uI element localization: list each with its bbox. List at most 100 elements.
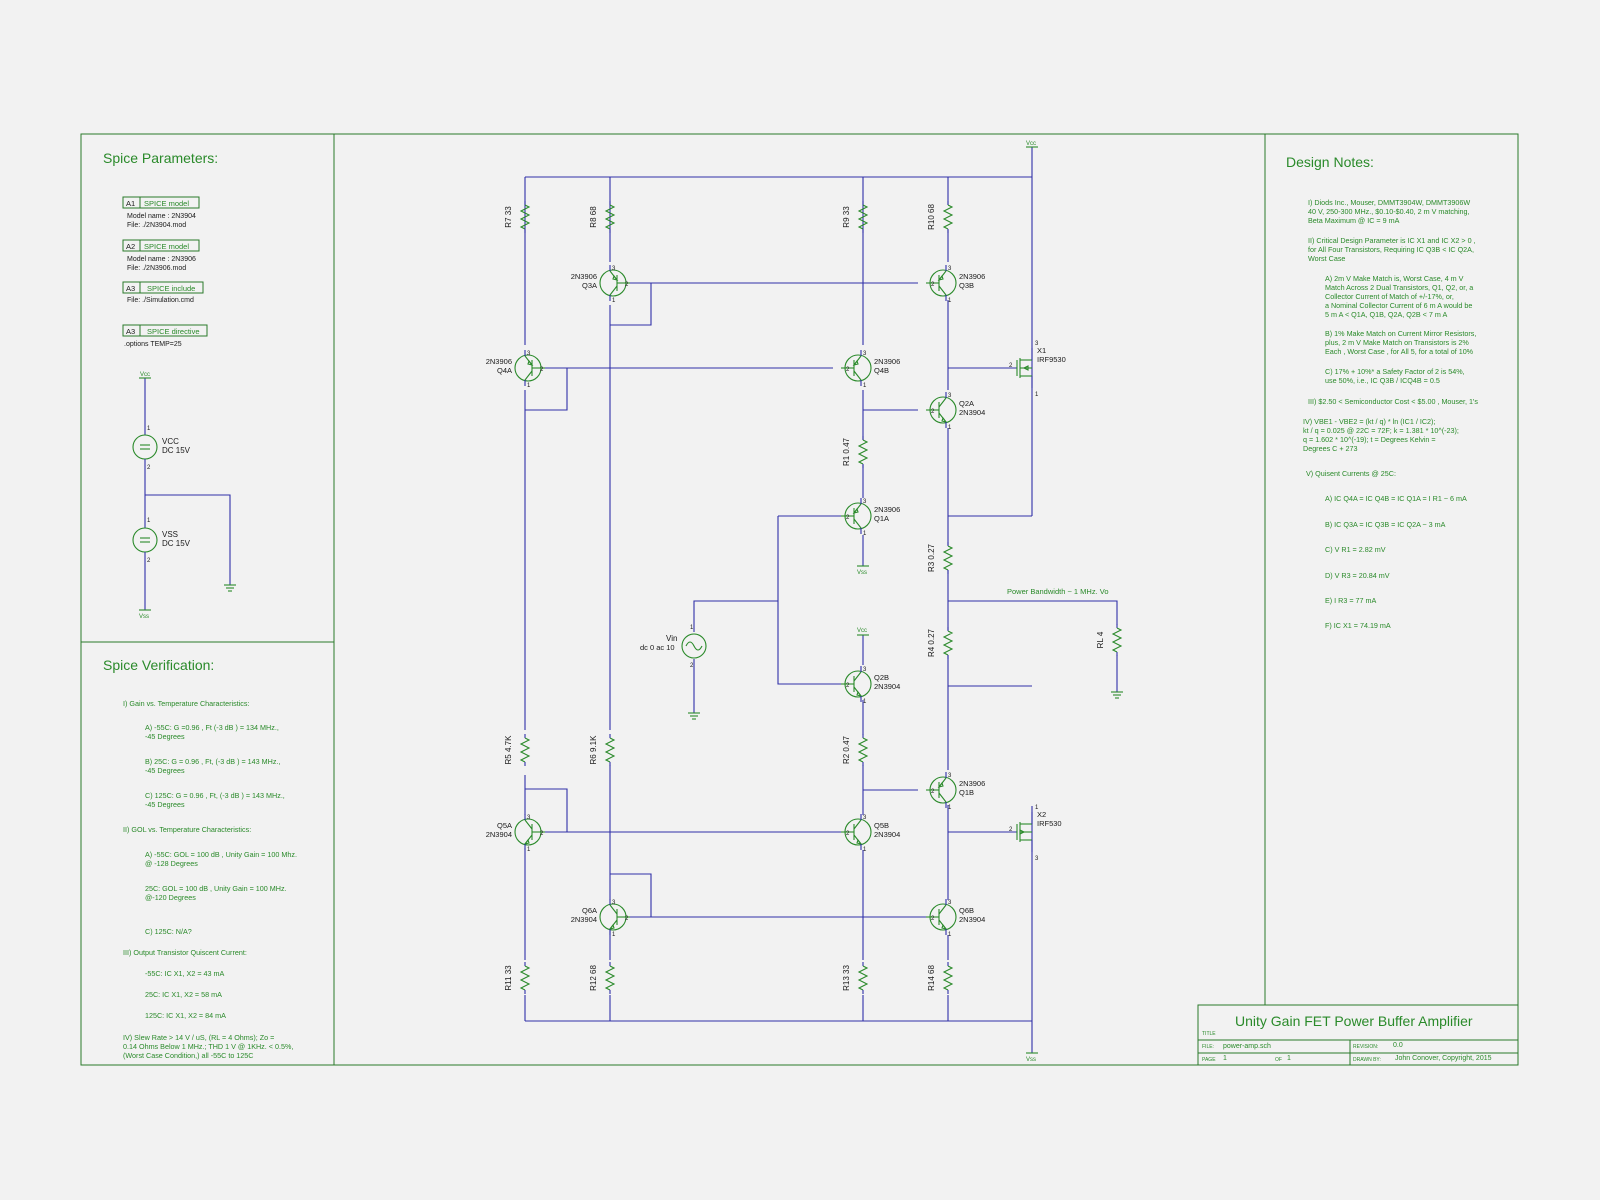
verification-line: 25C: GOL = 100 dB , Unity Gain = 100 MHz… bbox=[145, 884, 287, 893]
design-note-line: Collector Current of Match of +/-17%, or… bbox=[1325, 292, 1454, 301]
pin-label: 3 bbox=[948, 266, 952, 272]
resistor-r12: R12 68 bbox=[589, 962, 616, 994]
transistor-label-1: Q2A bbox=[959, 399, 974, 408]
transistor-label-2: Q1A bbox=[874, 514, 889, 523]
mosfet-model: IRF9530 bbox=[1037, 355, 1066, 364]
pin-label: 1 bbox=[1035, 805, 1039, 811]
resistor-label: R1 0.47 bbox=[842, 437, 851, 466]
resistor-r9: R9 33 bbox=[842, 201, 869, 233]
resistor-r4: R4 0.27 bbox=[927, 627, 954, 659]
transistor-label-1: Q6A bbox=[582, 906, 597, 915]
svg-text:OF: OF bbox=[1275, 1057, 1282, 1063]
transistor-label-2: 2N3904 bbox=[874, 682, 900, 691]
design-note-line: C) V R1 = 2.82 mV bbox=[1325, 545, 1386, 554]
vss-net-label: Vss bbox=[139, 614, 149, 620]
vss-value: DC 15V bbox=[162, 539, 191, 548]
verification-notes: I) Gain vs. Temperature Characteristics:… bbox=[123, 699, 297, 1060]
transistor-label-1: 2N3906 bbox=[874, 505, 900, 514]
svg-text:FILE:: FILE: bbox=[1202, 1044, 1214, 1050]
transistor-label-1: 2N3906 bbox=[874, 357, 900, 366]
design-note-line: A) IC Q4A = IC Q4B = IC Q1A = I R1 ~ 6 m… bbox=[1325, 494, 1467, 503]
transistors: 3122N3906Q3A3122N3906Q3B3122N3906Q4A3122… bbox=[486, 265, 985, 938]
pin-label: 3 bbox=[863, 667, 867, 673]
a3-box bbox=[122, 281, 204, 294]
svg-text:PAGE: PAGE bbox=[1202, 1057, 1216, 1063]
resistor-label: R5 4.7K bbox=[504, 735, 513, 765]
design-note-line: III) $2.50 < Semiconductor Cost < $5.00 … bbox=[1308, 397, 1478, 406]
resistor-label: R7 33 bbox=[504, 206, 513, 228]
design-note-line: Beta Maximum @ IC = 9 mA bbox=[1308, 216, 1400, 225]
resistor-label: R3 0.27 bbox=[927, 543, 936, 572]
svg-text:TITLE: TITLE bbox=[1202, 1031, 1216, 1037]
design-note-line: plus, 2 m V Make Match on Transistors is… bbox=[1325, 338, 1469, 347]
svg-text:1: 1 bbox=[147, 426, 151, 432]
design-note-line: F) IC X1 = 74.19 mA bbox=[1325, 621, 1391, 630]
svg-text:1: 1 bbox=[147, 518, 151, 524]
resistor-rl: RL 4 bbox=[1096, 624, 1123, 656]
transistor-label-1: Q2B bbox=[874, 673, 889, 682]
verification-line: -55C: IC X1, X2 = 43 mA bbox=[145, 969, 225, 978]
design-note-line: C) 17% + 10%* a Safety Factor of 2 is 54… bbox=[1325, 367, 1465, 376]
verification-line: A) -55C: GOL = 100 dB , Unity Gain = 100… bbox=[145, 850, 297, 859]
circuit-wires bbox=[524, 146, 1123, 1054]
resistor-label: R12 68 bbox=[589, 965, 598, 991]
page-total: 1 bbox=[1287, 1055, 1291, 1062]
transistor-label-1: 2N3906 bbox=[959, 779, 985, 788]
svg-text:2: 2 bbox=[147, 465, 151, 471]
verification-line: A) -55C: G =0.96 , Ft (-3 dB ) = 134 MHz… bbox=[145, 723, 279, 732]
resistor-r3: R3 0.27 bbox=[927, 542, 954, 574]
resistor-label: R9 33 bbox=[842, 206, 851, 228]
design-note-line: a Nominal Collector Current of 6 m A wou… bbox=[1325, 301, 1472, 310]
pin-label: 1 bbox=[612, 932, 616, 938]
pin-label: 1 bbox=[948, 932, 952, 938]
pin-label: 2 bbox=[931, 789, 935, 795]
pin-label: 3 bbox=[863, 815, 867, 821]
transistor-label-2: 2N3904 bbox=[571, 915, 597, 924]
transistor-label-2: 2N3904 bbox=[959, 408, 985, 417]
a1-tag: A1 bbox=[126, 199, 135, 208]
drawn-by: John Conover, Copyright, 2015 bbox=[1395, 1055, 1492, 1062]
pin-label: 3 bbox=[527, 351, 531, 357]
resistor-label: R2 0.47 bbox=[842, 735, 851, 764]
resistor-label: R11 33 bbox=[504, 965, 513, 991]
resistor-r14: R14 68 bbox=[927, 962, 954, 994]
pin-label: 2 bbox=[540, 831, 544, 837]
resistor-label: R14 68 bbox=[927, 965, 936, 991]
a1-model-name: Model name : 2N3904 bbox=[127, 213, 196, 220]
design-note-line: A) 2m V Make Match is, Worst Case, 4 m V bbox=[1325, 274, 1464, 283]
a2-tag: A2 bbox=[126, 242, 135, 251]
pin-label: 1 bbox=[863, 847, 867, 853]
a1-type: SPICE model bbox=[144, 199, 189, 208]
verification-line: B) 25C: G = 0.96 , Ft, (-3 dB ) = 143 MH… bbox=[145, 757, 280, 766]
transistor-label-2: Q3A bbox=[582, 281, 597, 290]
pin-label: 3 bbox=[948, 393, 952, 399]
vcc-vss-sources: Vcc 1 VCC DC 15V 2 1 VSS DC 15V 2 Vss bbox=[132, 372, 236, 620]
design-note-line: IV) VBE1 - VBE2 = (kt / q) * ln (IC1 / I… bbox=[1303, 417, 1435, 426]
transistor-label-1: Q6B bbox=[959, 906, 974, 915]
pin-label: 2 bbox=[846, 683, 850, 689]
verification-line: -45 Degrees bbox=[145, 766, 185, 775]
sheet-border bbox=[80, 133, 1519, 1066]
design-note-line: Each , Worst Case , for All 5, for a tot… bbox=[1325, 347, 1474, 356]
pin-label: 3 bbox=[948, 900, 952, 906]
a2-file: File: ./2N3906.mod bbox=[127, 265, 186, 272]
verification-line: @ -128 Degrees bbox=[145, 859, 198, 868]
verification-line: II) GOL vs. Temperature Characteristics: bbox=[123, 825, 251, 834]
pin-label: 1 bbox=[1035, 392, 1039, 398]
svg-text:REVISION:: REVISION: bbox=[1353, 1044, 1378, 1050]
vcc-top-label: Vcc bbox=[1026, 141, 1036, 147]
svg-text:2: 2 bbox=[690, 663, 694, 669]
pin-label: 3 bbox=[863, 499, 867, 505]
pin-label: 3 bbox=[863, 351, 867, 357]
vss-bottom-label: Vss bbox=[1026, 1057, 1036, 1063]
mosfet-ref: X2 bbox=[1037, 810, 1046, 819]
spice-parameters-title: Spice Parameters: bbox=[103, 150, 218, 166]
q2b-vcc-label: Vcc bbox=[857, 628, 867, 634]
